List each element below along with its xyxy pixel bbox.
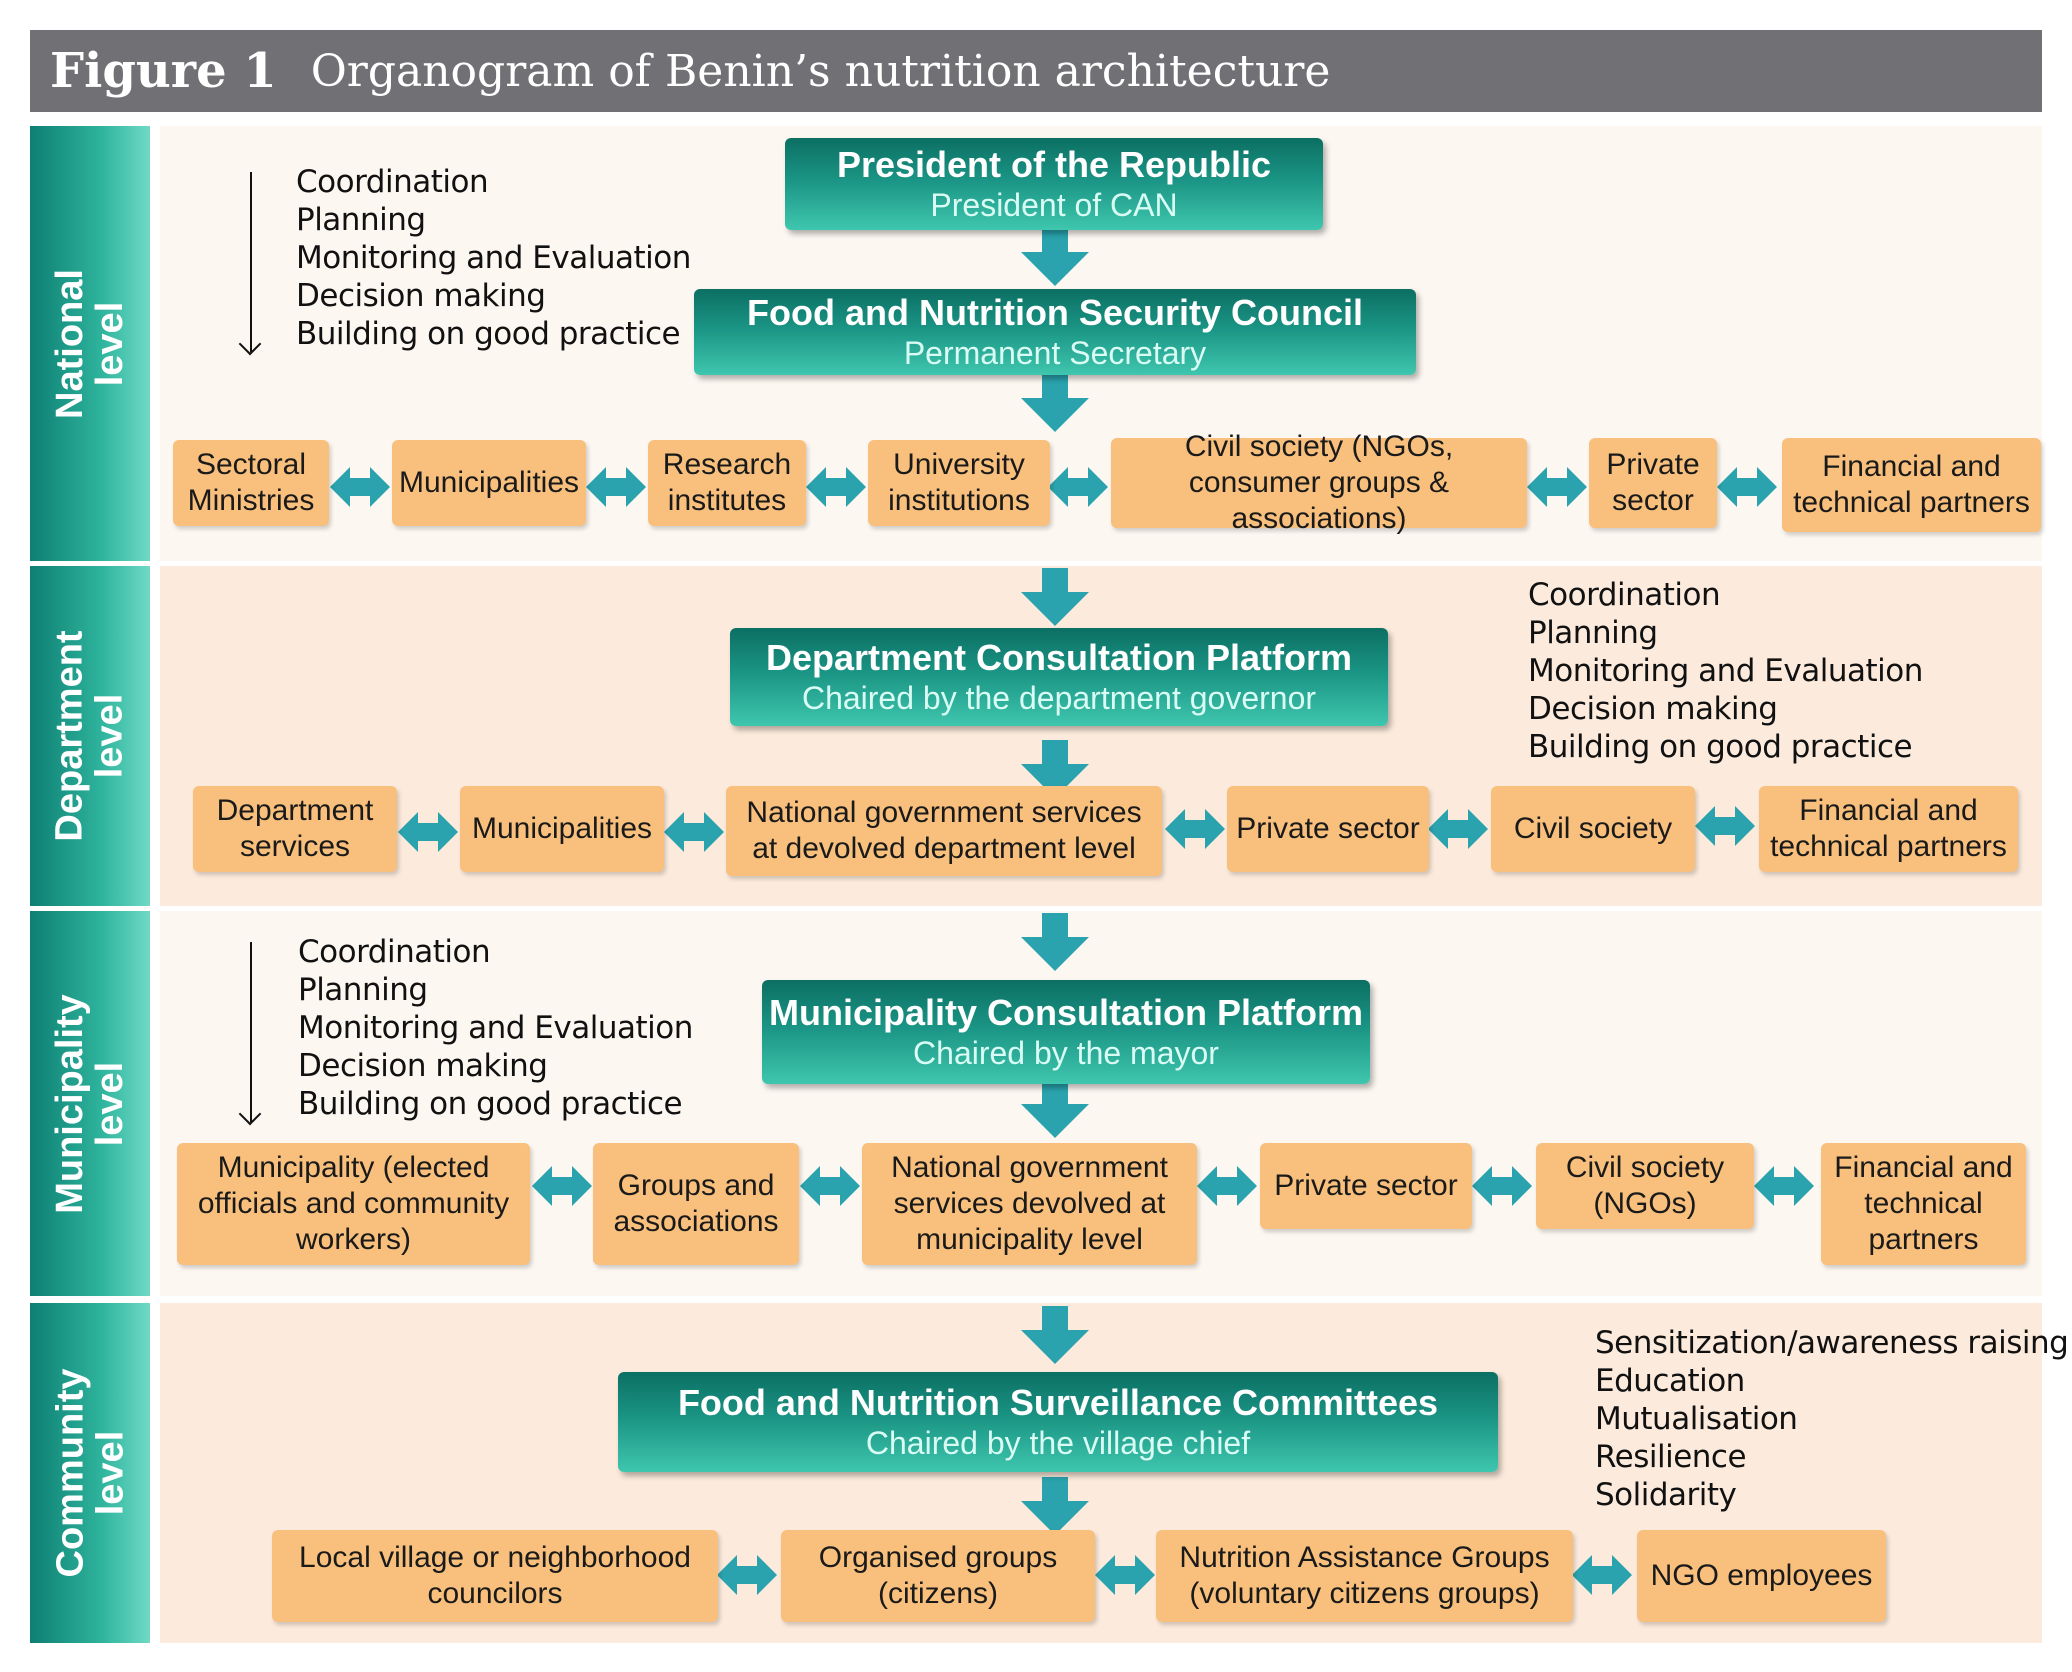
figure-title: Organogram of Benin’s nutrition architec… bbox=[310, 45, 1331, 97]
actor-municipalities: Municipalities bbox=[460, 786, 664, 872]
flow-line-icon bbox=[250, 942, 252, 1122]
community-level-label: Community level bbox=[30, 1303, 150, 1643]
actor-sectoral-ministries: Sectoral Ministries bbox=[173, 440, 329, 526]
department-functions: Coordination Planning Monitoring and Eva… bbox=[1528, 577, 1923, 765]
actor-civil-society: Civil society (NGOs, consumer groups & a… bbox=[1111, 430, 1527, 535]
actor-municipalities: Municipalities bbox=[392, 440, 586, 526]
president-platform: President of the Republic President of C… bbox=[785, 138, 1323, 230]
actor-organised-groups: Organised groups (citizens) bbox=[781, 1530, 1095, 1622]
security-council-platform: Food and Nutrition Security Council Perm… bbox=[694, 289, 1416, 375]
surveillance-committees-platform: Food and Nutrition Surveillance Committe… bbox=[618, 1372, 1498, 1472]
community-functions: Sensitization/awareness raising Educatio… bbox=[1595, 1325, 2069, 1513]
figure-label: Figure 1 bbox=[50, 43, 277, 99]
actor-research-institutes: Research institutes bbox=[648, 440, 806, 526]
actor-financial-partners: Financial and technical partners bbox=[1782, 438, 2041, 532]
actor-nutrition-assistance-groups: Nutrition Assistance Groups (voluntary c… bbox=[1156, 1530, 1573, 1622]
actor-private-sector: Private sector bbox=[1227, 786, 1429, 872]
actor-village-councilors: Local village or neighborhood councilors bbox=[272, 1530, 718, 1622]
actor-municipality-officials: Municipality (elected officials and comm… bbox=[177, 1143, 530, 1265]
actor-national-gov-services: National government services at devolved… bbox=[726, 786, 1162, 876]
department-platform: Department Consultation Platform Chaired… bbox=[730, 628, 1388, 726]
actor-private-sector: Private sector bbox=[1589, 438, 1717, 528]
actor-financial-partners: Financial and technical partners bbox=[1821, 1143, 2026, 1265]
municipality-level-label: Municipality level bbox=[30, 911, 150, 1296]
actor-civil-society-ngos: Civil society (NGOs) bbox=[1536, 1143, 1754, 1229]
figure-header: Figure 1 Organogram of Benin’s nutrition… bbox=[30, 30, 2042, 112]
actor-ngo-employees: NGO employees bbox=[1637, 1530, 1886, 1622]
actor-national-gov-services: National government services devolved at… bbox=[862, 1143, 1197, 1265]
actor-department-services: Department services bbox=[193, 786, 397, 872]
actor-university-institutions: University institutions bbox=[868, 440, 1050, 526]
actor-financial-partners: Financial and technical partners bbox=[1759, 786, 2018, 872]
actor-groups-associations: Groups and associations bbox=[593, 1143, 799, 1265]
actor-civil-society: Civil society bbox=[1491, 786, 1695, 872]
flow-line-icon bbox=[250, 172, 252, 352]
municipality-platform: Municipality Consultation Platform Chair… bbox=[762, 980, 1370, 1084]
actor-private-sector: Private sector bbox=[1260, 1143, 1472, 1229]
municipality-functions: Coordination Planning Monitoring and Eva… bbox=[298, 934, 693, 1122]
national-functions: Coordination Planning Monitoring and Eva… bbox=[296, 164, 691, 352]
national-level-label: National level bbox=[30, 126, 150, 561]
department-level-label: Department level bbox=[30, 566, 150, 906]
